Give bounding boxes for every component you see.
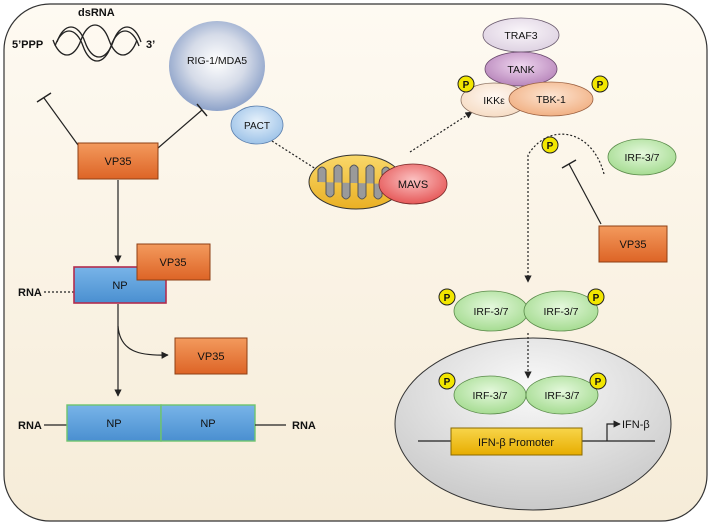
ifnb-promoter-box [450,427,583,456]
rna-label-bottom-right: RNA [292,420,316,432]
tbk1-node [508,81,594,117]
ikke-label: IKKε [483,95,505,107]
phospho-irf-nuclear-left: P [438,372,456,390]
vp35-right-label: VP35 [620,239,647,251]
np-oligomer-left-label: NP [106,418,121,430]
rig1-label: RIG-1/MDA5 [187,55,247,67]
phospho-irf-dimer-right: P [587,288,605,306]
dsrna-5prime: 5’PPP [12,39,43,51]
mavs-label: MAVS [398,179,428,191]
irf-cytoplasm-label: IRF-3/7 [624,152,659,164]
dsrna: dsRNA 5’PPP 3’ [12,7,155,62]
np-oligomer-right-label: NP [200,418,215,430]
vp35-right-box [598,225,668,263]
dsrna-label: dsRNA [78,7,115,19]
np-oligomer-left [66,404,162,442]
vp35-top-label: VP35 [105,156,132,168]
pact-label: PACT [244,121,270,132]
ifnb-label: IFN-β [622,419,650,431]
vp35-release-arrow [117,325,169,359]
svg-text:P: P [597,80,604,91]
rna-label-bottom-left: RNA [18,420,42,432]
traf3-label: TRAF3 [504,30,537,42]
mitochondrion [308,154,404,210]
irf-cytoplasm-node [607,138,677,176]
rna-label-left: RNA [18,287,42,299]
phospho-tbk1: P [591,75,609,93]
vp35-released-label: VP35 [198,351,225,363]
phospho-ikke: P [457,75,475,93]
vp35-released-box [174,337,248,375]
vp35-inhibits-dsrna [43,97,79,146]
svg-text:P: P [593,293,600,304]
mavs-node [378,163,448,205]
mavs-to-tbk1-arrow [409,111,473,153]
irf-dimer-left-label: IRF-3/7 [473,306,508,318]
phospho-irf-dimer-left: P [438,288,456,306]
irf-nuclear-left-label: IRF-3/7 [472,390,507,402]
ifnb-promoter-label: IFN-β Promoter [478,437,554,449]
svg-text:P: P [595,377,602,388]
vp35-top-box [77,142,159,180]
svg-text:P: P [444,377,451,388]
irf-dimer-right [523,290,599,332]
np-bound-label: NP [112,280,127,292]
rig1-mda5-node [169,21,265,111]
vp35-inhibits-irf-arrow [568,163,602,225]
tbk1-label: TBK-1 [536,94,566,106]
tank-node [484,51,558,87]
phospho-irf-free: P [541,136,559,154]
irf-nuclear-right [525,375,599,415]
vp35-bound-label: VP35 [160,257,187,269]
dsrna-3prime: 3’ [146,39,155,51]
pact-node [230,105,284,145]
svg-text:P: P [463,80,470,91]
svg-text:P: P [444,293,451,304]
svg-text:P: P [547,141,554,152]
irf-dimer-right-label: IRF-3/7 [543,306,578,318]
vp35-bound-box [136,243,211,281]
np-oligomer-right [160,404,256,442]
irf-translocation-arrow [524,133,605,283]
tank-label: TANK [507,64,534,76]
transcription-start-arrow [606,420,621,441]
vp35-inhibits-rig1 [157,109,203,149]
phospho-irf-nuclear-right: P [589,372,607,390]
irf-nuclear-right-label: IRF-3/7 [544,390,579,402]
